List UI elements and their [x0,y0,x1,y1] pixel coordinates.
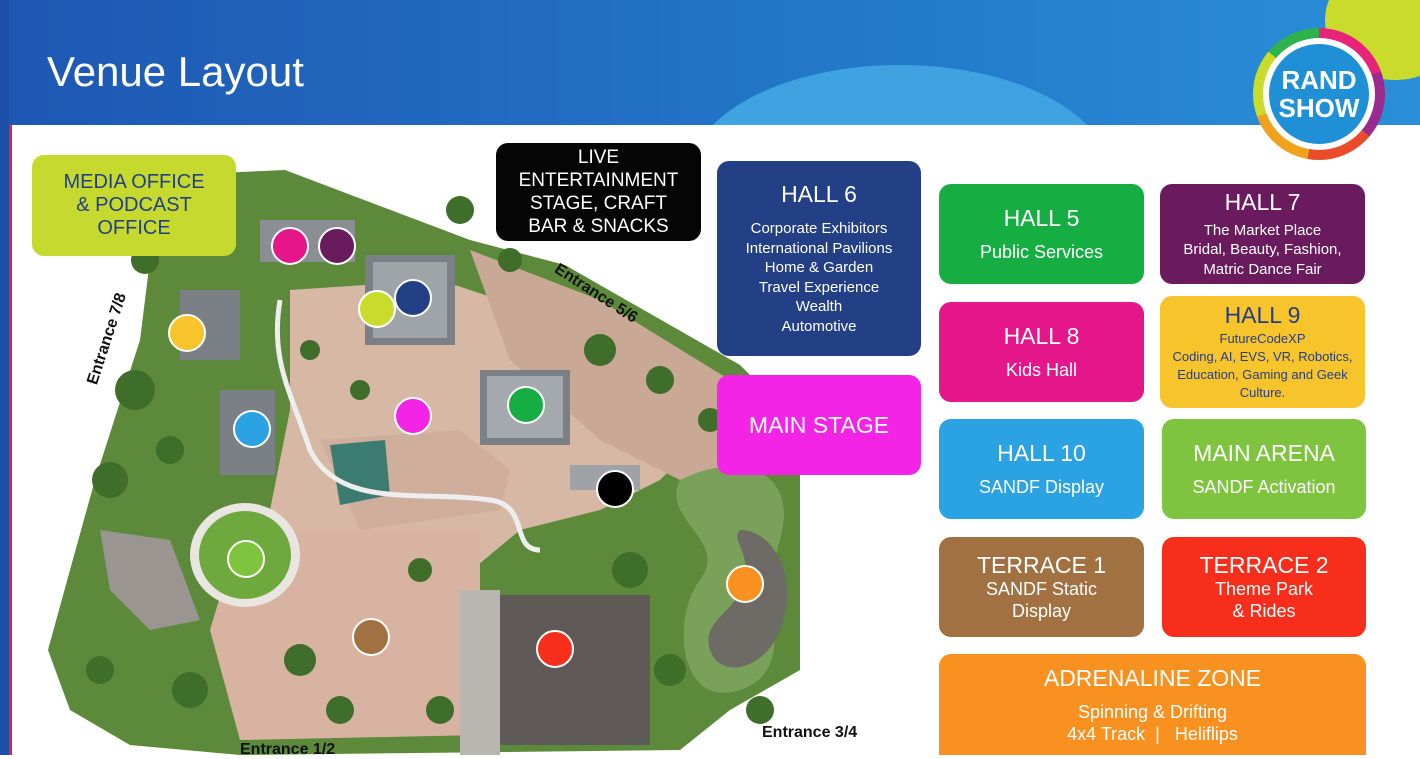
hall6-line-4: Travel Experience [758,278,880,296]
terrace1-line-1: SANDF Static [985,579,1098,599]
hall5-card[interactable]: HALL 5 Public Services [939,184,1144,284]
live-stage-line-3: STAGE, CRAFT [530,193,667,214]
hall9-title: HALL 9 [1224,302,1301,328]
media-office-line-3: OFFICE [97,217,171,239]
header-banner [0,0,1420,125]
marker-terrace2[interactable] [536,630,574,668]
media-office-line-2: & PODCAST [76,194,192,216]
logo-core: RAND SHOW [1269,44,1369,144]
hall8-title: HALL 8 [1003,323,1080,349]
marker-hall5[interactable] [507,386,545,424]
left-edge-accent [9,125,12,755]
hall10-sub: SANDF Display [978,477,1105,497]
hall9-line-1: FutureCodeXP [1219,331,1306,346]
hall9-line-3: Education, Gaming and Geek [1177,367,1348,382]
main-stage-title: MAIN STAGE [748,412,890,438]
hall5-sub: Public Services [979,242,1104,262]
hall6-line-6: Automotive [781,317,857,335]
page-title: Venue Layout [47,48,304,95]
hall7-line-3: Matric Dance Fair [1203,260,1322,278]
hall9-line-2: Coding, AI, EVS, VR, Robotics, [1172,349,1353,364]
marker-hall-lime[interactable] [358,290,396,328]
marker-hall7[interactable] [318,227,356,265]
hall7-card[interactable]: HALL 7 The Market Place Bridal, Beauty, … [1160,184,1365,284]
hall6-line-2: International Pavilions [745,239,893,257]
hall8-sub: Kids Hall [1005,360,1078,380]
header-arc-decoration [690,65,1110,125]
live-stage-line-4: BAR & SNACKS [528,216,669,237]
marker-hall10[interactable] [233,410,271,448]
media-office-line-1: MEDIA OFFICE [63,171,205,193]
hall5-title: HALL 5 [1003,205,1080,231]
terrace2-card[interactable]: TERRACE 2 Theme Park & Rides [1162,537,1366,637]
marker-adrenaline[interactable] [726,565,764,603]
terrace1-line-2: Display [1011,601,1072,621]
marker-hall8[interactable] [271,227,309,265]
marker-hall9[interactable] [168,314,206,352]
map-terrace2-lot [500,595,650,745]
hall6-card[interactable]: HALL 6 Corporate Exhibitors Internationa… [717,161,921,356]
map-road-south [460,590,500,755]
media-office-label: MEDIA OFFICE & PODCAST OFFICE [32,155,236,256]
marker-hall6[interactable] [394,279,432,317]
left-edge-bar [0,0,9,755]
hall7-line-1: The Market Place [1203,221,1322,239]
hall8-card[interactable]: HALL 8 Kids Hall [939,302,1144,402]
live-stage-label: LIVE ENTERTAINMENT STAGE, CRAFT BAR & SN… [496,143,701,241]
adrenaline-title: ADRENALINE ZONE [1043,664,1262,691]
hall6-title: HALL 6 [781,181,857,207]
hall6-line-3: Home & Garden [764,259,874,276]
live-stage-line-2: ENTERTAINMENT [518,170,679,191]
marker-main-stage[interactable] [394,397,432,435]
main-arena-sub: SANDF Activation [1192,477,1336,497]
main-arena-card[interactable]: MAIN ARENA SANDF Activation [1162,419,1366,519]
hall7-title: HALL 7 [1224,188,1301,215]
hall10-card[interactable]: HALL 10 SANDF Display [939,419,1144,519]
map-building-arena-seats [100,530,200,630]
hall9-line-4: Culture. [1239,385,1286,400]
hall6-line-1: Corporate Exhibitors [750,220,888,237]
adrenaline-card[interactable]: ADRENALINE ZONE Spinning & Drifting 4x4 … [939,654,1366,755]
map-pool [330,440,390,505]
terrace2-title: TERRACE 2 [1199,552,1329,578]
hall7-line-2: Bridal, Beauty, Fashion, [1183,241,1342,259]
adrenaline-line-1: Spinning & Drifting [1077,701,1228,722]
entrance-1-2-label: Entrance 1/2 [240,741,336,758]
live-stage-line-1: LIVE [577,147,620,168]
terrace1-title: TERRACE 1 [976,552,1107,578]
entrance-3-4-label: Entrance 3/4 [762,724,858,741]
main-arena-title: MAIN ARENA [1193,440,1335,466]
map-walkway [274,299,541,553]
logo-line-2: SHOW [1278,93,1360,123]
terrace1-card[interactable]: TERRACE 1 SANDF Static Display [939,537,1144,637]
marker-main-arena[interactable] [227,540,265,578]
logo-line-1: RAND [1281,65,1357,95]
marker-live-stage[interactable] [596,470,634,508]
main-stage-card[interactable]: MAIN STAGE [717,375,921,475]
hall10-title: HALL 10 [997,440,1086,466]
adrenaline-line-2: 4x4 Track | Heliflips [1067,723,1238,744]
terrace2-line-2: & Rides [1232,601,1296,621]
marker-terrace1[interactable] [352,618,390,656]
terrace2-line-1: Theme Park [1214,579,1314,599]
hall6-line-5: Wealth [795,298,843,315]
hall9-card[interactable]: HALL 9 FutureCodeXP Coding, AI, EVS, VR,… [1160,296,1365,408]
